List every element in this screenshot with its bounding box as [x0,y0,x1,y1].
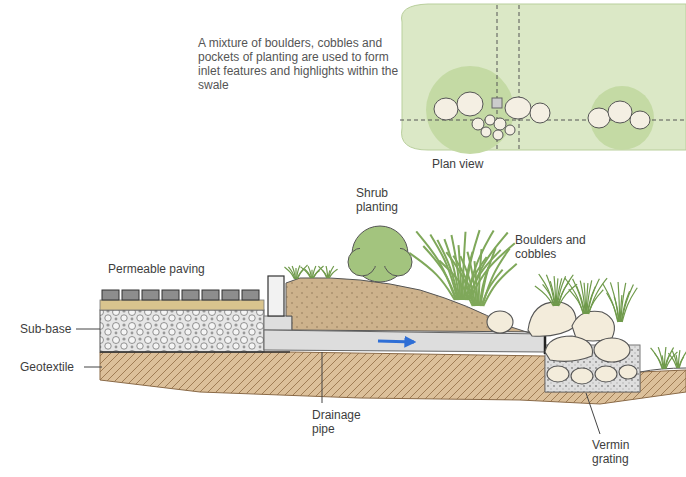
illustration-part [572,311,614,341]
grass-blade [589,278,607,314]
illustration-part [571,368,593,384]
illustration-part [493,130,503,140]
grass-blade [482,248,509,306]
grass-blade [618,282,620,322]
grass-blade [329,269,337,278]
illustration-part [595,366,617,382]
grass-blade [580,281,585,314]
part-label: Vermin grating [592,438,656,466]
illustration-part [528,302,576,336]
illustration-part [586,393,600,434]
illustration-part [434,92,650,140]
illustration-part [100,310,264,352]
grass-blade [676,355,678,368]
cross-section [100,226,686,404]
grass-blade [318,266,326,278]
grass-blade [467,252,476,306]
illustration-part [530,103,550,123]
illustration-part [426,66,514,154]
illustration-part [162,290,179,300]
illustration-part [222,290,239,300]
plan-view [400,4,686,154]
illustration-part [322,352,323,403]
grass-blade [546,275,554,306]
grass-blade [288,267,295,279]
part-label: Geotextile [20,360,74,374]
part-label: Shrub planting [356,186,412,214]
part-label: Plan view [432,157,483,171]
illustration-part [492,98,502,108]
grass-blade [651,348,663,369]
grass-blade [573,279,585,314]
illustration-part [142,290,159,300]
illustration-part [434,98,458,120]
illustration-part [619,365,637,379]
grass-blade [474,261,477,306]
illustration-part [630,111,650,129]
grass-blade [658,347,663,369]
illustration-part [547,366,569,382]
grass-blade [622,288,637,322]
part-label: Sub-base [20,322,71,336]
grass-blade [610,282,618,322]
part-label: Drainage pipe [312,408,368,436]
grass-blade [584,283,586,314]
illustration-part [102,290,259,300]
part-label: Boulders and cobbles [515,233,591,261]
illustration-part [545,336,593,361]
illustration-part [494,118,506,130]
grass-blade [662,355,664,369]
illustration-part [487,311,513,333]
illustration-part [487,302,637,384]
illustration-part [505,125,515,135]
illustration-part [268,276,284,316]
illustration-part [588,108,610,128]
illustration-part [378,341,414,342]
illustration-part [76,329,100,330]
illustration-part [84,367,102,368]
grass-blade [607,293,619,322]
illustration-part [264,316,292,330]
illustration-part [608,101,632,123]
illustration-part [481,127,491,137]
illustration-part [202,290,219,300]
grass-blade [539,274,554,306]
illustration-part [505,97,531,119]
grass-blade [672,351,677,368]
illustration-part [594,338,630,362]
part-label: Permeable paving [108,262,205,276]
illustration-part [360,240,400,266]
grass-blade [453,256,474,306]
grass-blade [308,266,311,278]
grass-blade [292,266,295,279]
grass-blade [326,266,328,278]
illustration-part [242,290,259,300]
grass-blade [284,267,294,279]
grass-blade [679,350,686,368]
shrub [348,226,412,282]
grass-blade [313,266,323,278]
illustration-part [182,290,199,300]
illustration-part [286,278,545,338]
illustration-part [457,92,483,116]
illustration-part [122,290,139,300]
illustration-part [485,115,495,125]
note-text: A mixture of boulders, cobbles and pocke… [198,36,412,92]
grass-blade [483,264,516,306]
illustration-part [100,351,290,353]
illustration-part [102,290,119,300]
grass [284,230,686,369]
grass-blade [554,276,556,306]
illustration-part [519,5,520,150]
illustration-part [100,300,264,310]
grass-blade [300,267,310,278]
